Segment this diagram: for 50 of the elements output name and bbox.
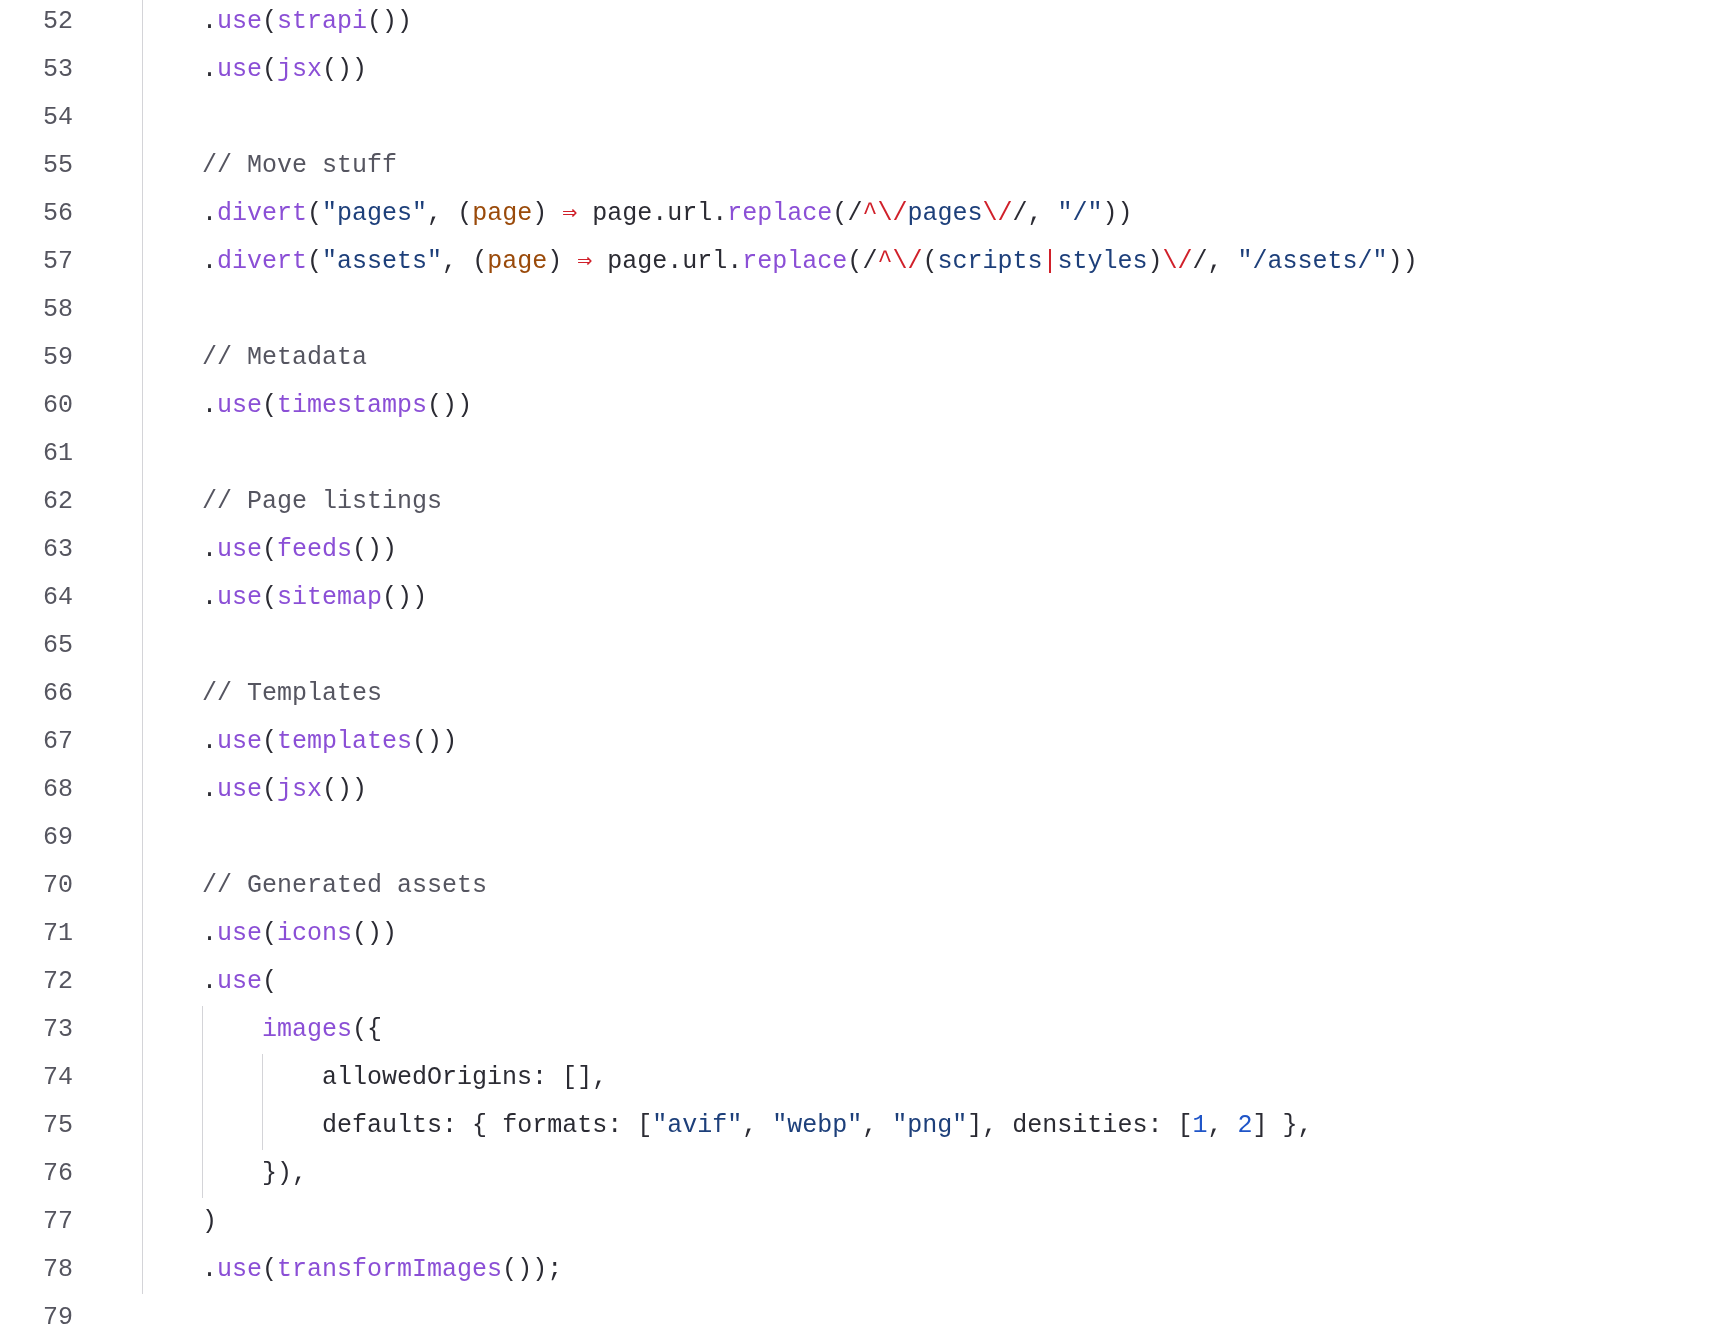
code-line: .use(templates()) (201, 726, 458, 759)
line-number: 76 (42, 1158, 73, 1191)
code-line: .use(strapi()) (201, 6, 413, 39)
code-line: // Page listings (201, 486, 443, 519)
code-line: .use(jsx()) (201, 774, 368, 807)
line-number: 71 (42, 918, 73, 951)
code-line: .divert("assets", (page) ⇒ page.url.replace(/^\/(scripts|styles)\//, "/assets/")) (201, 246, 1418, 279)
code-line: // Move stuff (201, 150, 398, 183)
line-number: 72 (42, 966, 73, 999)
line-number: 73 (42, 1014, 73, 1047)
line-number: 62 (42, 486, 73, 519)
line-number: 54 (42, 102, 73, 135)
code-line: .use(jsx()) (201, 54, 368, 87)
code-line: defaults: { formats: ["avif", "webp", "png"], densities: [1, 2] }, (321, 1110, 1313, 1143)
line-number: 75 (42, 1110, 73, 1143)
line-number: 55 (42, 150, 73, 183)
line-number: 53 (42, 54, 73, 87)
code-line: .use(transformImages()); (201, 1254, 563, 1287)
code-line: .use( (201, 966, 278, 999)
line-number: 64 (42, 582, 73, 615)
line-number: 69 (42, 822, 73, 855)
line-number: 65 (42, 630, 73, 663)
line-number: 70 (42, 870, 73, 903)
line-number: 74 (42, 1062, 73, 1095)
code-line: .use(timestamps()) (201, 390, 473, 423)
line-number: 56 (42, 198, 73, 231)
line-number: 52 (42, 6, 73, 39)
line-number: 58 (42, 294, 73, 327)
code-line: .use(feeds()) (201, 534, 398, 567)
code-line: // Templates (201, 678, 383, 711)
code-line: // Metadata (201, 342, 368, 375)
code-line: ) (201, 1206, 218, 1239)
code-line: allowedOrigins: [], (321, 1062, 608, 1095)
line-number: 61 (42, 438, 73, 471)
code-line: .divert("pages", (page) ⇒ page.url.replace(/^\/pages\//, "/")) (201, 198, 1133, 231)
code-line: }), (261, 1158, 308, 1191)
line-number: 63 (42, 534, 73, 567)
line-number: 68 (42, 774, 73, 807)
line-number: 59 (42, 342, 73, 375)
line-number: 60 (42, 390, 73, 423)
code-line: // Generated assets (201, 870, 488, 903)
code-line: .use(sitemap()) (201, 582, 428, 615)
code-line: .use(icons()) (201, 918, 398, 951)
line-number: 79 (42, 1302, 73, 1328)
line-number: 57 (42, 246, 73, 279)
line-number: 67 (42, 726, 73, 759)
line-number: 78 (42, 1254, 73, 1287)
line-number: 77 (42, 1206, 73, 1239)
code-line: images({ (261, 1014, 383, 1047)
line-number: 66 (42, 678, 73, 711)
